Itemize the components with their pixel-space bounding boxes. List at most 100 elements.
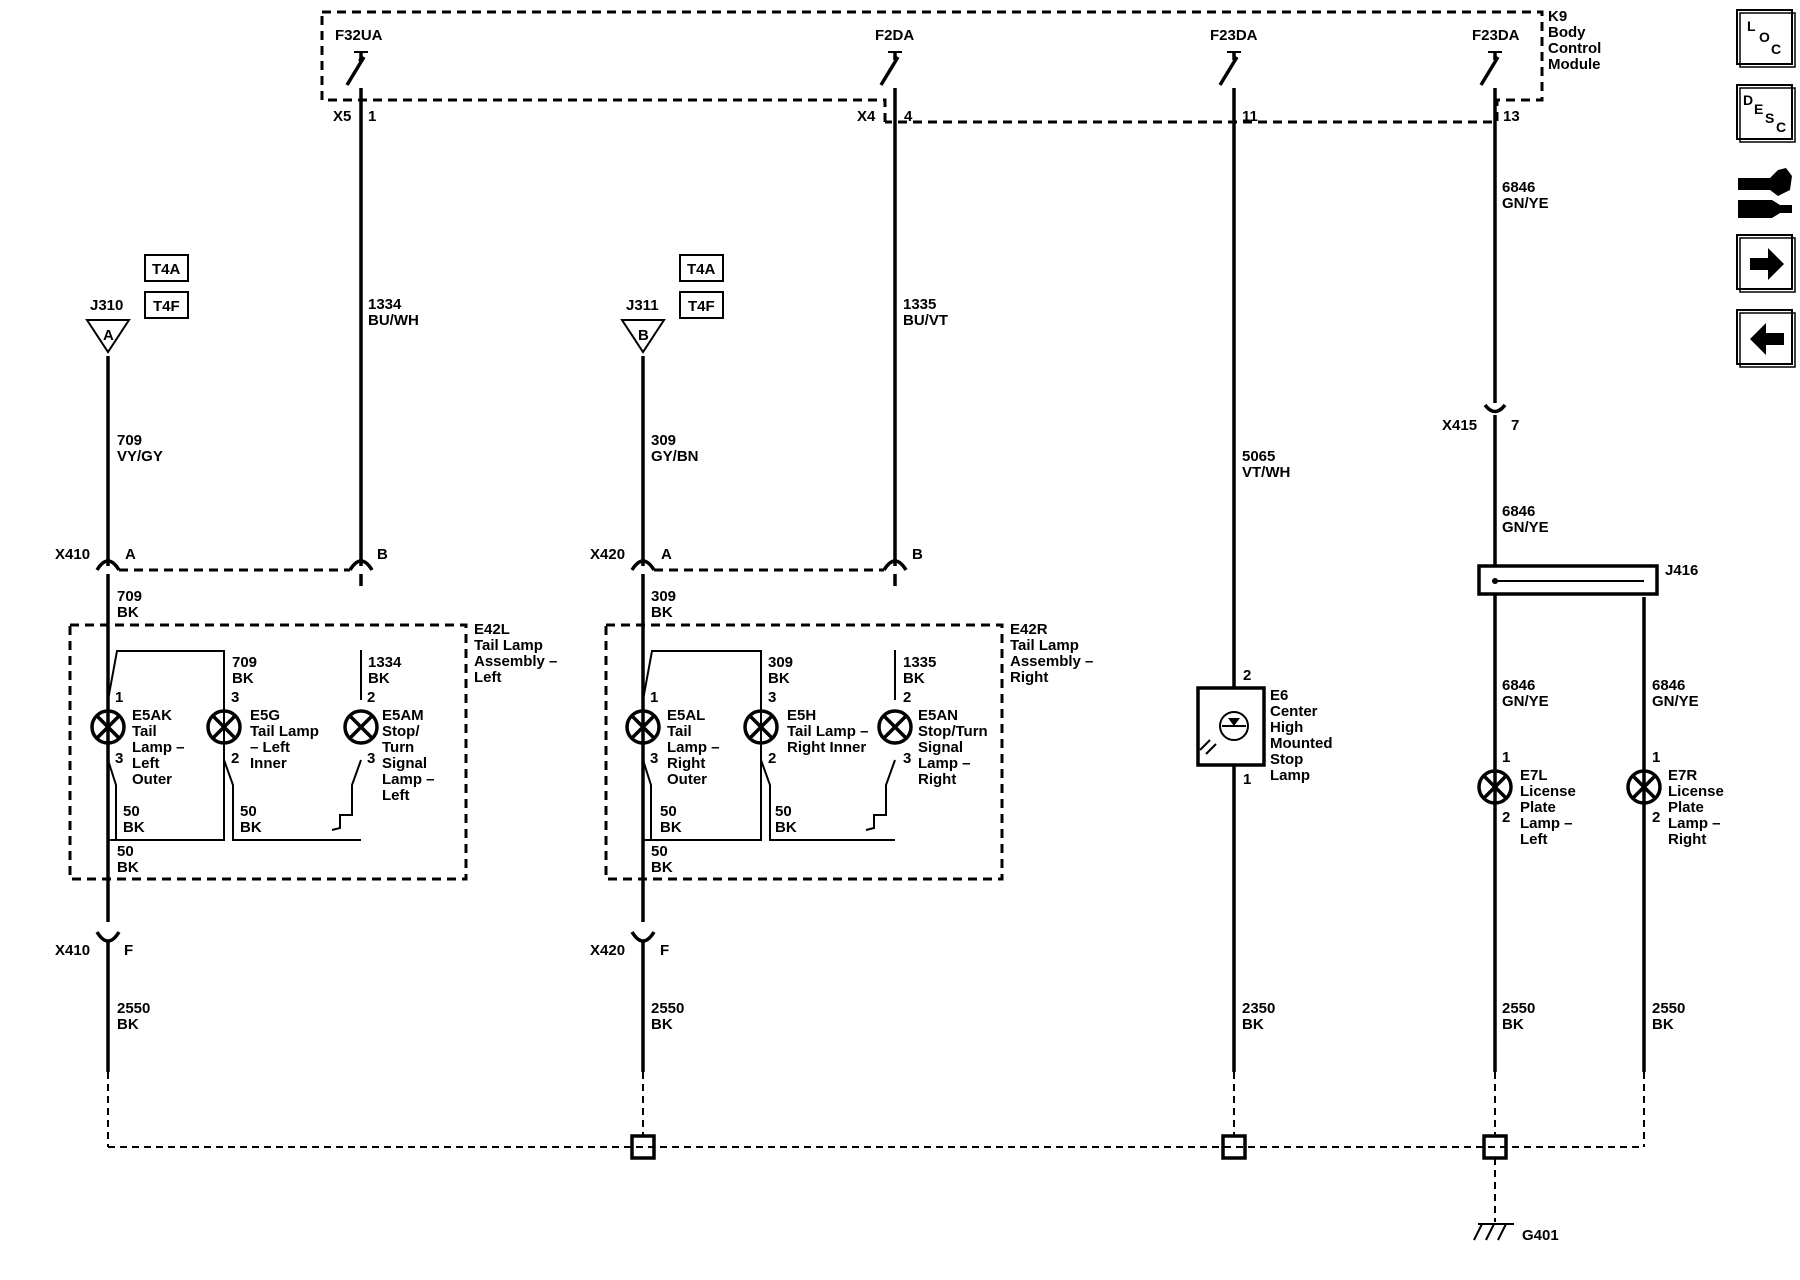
splice-name: J310 bbox=[90, 297, 123, 314]
lamp-e5g: 709 BK 3 2 E5G Tail Lamp – Left Inner bbox=[206, 654, 319, 772]
lamp-line4: Right bbox=[1668, 831, 1706, 848]
connector-end-view-button[interactable] bbox=[1738, 168, 1792, 218]
loc-letter-c: C bbox=[1771, 41, 1781, 57]
description-button[interactable]: D E S C bbox=[1736, 84, 1796, 143]
pin-number: 3 bbox=[768, 689, 776, 706]
desc-letter-c: C bbox=[1776, 119, 1786, 135]
lamp-line3: Signal bbox=[382, 755, 427, 772]
pin-number: 1 bbox=[1502, 749, 1510, 766]
connector-plug-icon bbox=[1738, 168, 1792, 218]
lamp-line1: Tail Lamp – bbox=[787, 723, 868, 740]
lamp-line4: Outer bbox=[132, 771, 172, 788]
wire-color: GN/YE bbox=[1502, 693, 1549, 710]
wire-color: BU/VT bbox=[903, 312, 948, 329]
splice-name: J416 bbox=[1665, 562, 1698, 579]
pin-number: 3 bbox=[231, 689, 239, 706]
output-f32ua: F32UA X5 1 bbox=[333, 27, 383, 125]
splice-j311: J311 B bbox=[620, 297, 666, 354]
connector-id: X420 bbox=[590, 546, 625, 563]
wire-color: BK bbox=[768, 670, 790, 687]
wire-color: BK bbox=[240, 819, 262, 836]
badge-t4f: T4F bbox=[688, 298, 715, 315]
wire-color: GN/YE bbox=[1502, 195, 1549, 212]
output-name: F23DA bbox=[1210, 27, 1258, 44]
assembly-id: E42L bbox=[474, 621, 510, 638]
lamp-e5an: 1335 BK 2 3 E5AN Stop/Turn Signal Lamp –… bbox=[877, 654, 988, 788]
wire-number: 6846 bbox=[1652, 677, 1685, 694]
next-page-button[interactable] bbox=[1736, 234, 1796, 293]
arrow-left-icon bbox=[1750, 323, 1784, 355]
connector-pin: F bbox=[124, 942, 133, 959]
assembly-line3: Left bbox=[474, 669, 502, 686]
badge-t4a: T4A bbox=[152, 261, 181, 278]
lamp-line1: License bbox=[1668, 783, 1724, 800]
lamp-id: E5AM bbox=[382, 707, 424, 724]
connector-id: X410 bbox=[55, 942, 90, 959]
assembly-e42l: E42L Tail Lamp Assembly – Left 709 BK 1 … bbox=[68, 588, 557, 881]
wire-color: GY/BN bbox=[651, 448, 699, 465]
lamp-line2: Right Inner bbox=[787, 739, 866, 756]
wire-color: BU/WH bbox=[368, 312, 419, 329]
connector-pin: B bbox=[377, 546, 388, 563]
lamp-line1: Stop/ bbox=[382, 723, 420, 740]
wire-number: 50 bbox=[660, 803, 677, 820]
pin-number: 1 bbox=[1243, 771, 1251, 788]
connector-id: X410 bbox=[55, 546, 90, 563]
pin-number: 2 bbox=[367, 689, 375, 706]
wire-number: 2550 bbox=[117, 1000, 150, 1017]
previous-page-button[interactable] bbox=[1736, 309, 1796, 368]
badge-t4a: T4A bbox=[687, 261, 716, 278]
wire-number: 50 bbox=[117, 843, 134, 860]
badge-group-left: T4A T4F bbox=[144, 254, 189, 319]
output-name: F23DA bbox=[1472, 27, 1520, 44]
splice-j416: J416 bbox=[1477, 562, 1698, 596]
wire-color: BK bbox=[232, 670, 254, 687]
connector-x410-bottom: X410 F bbox=[55, 931, 133, 959]
connector-x420-top: X420 A B bbox=[590, 546, 923, 572]
wire-number: 2550 bbox=[651, 1000, 684, 1017]
lamp-line2: Turn bbox=[382, 739, 414, 756]
lamp-line1: Tail bbox=[132, 723, 157, 740]
wire-number: 309 bbox=[651, 588, 676, 605]
lamp-line1: Center bbox=[1270, 703, 1318, 720]
output-f23da-11: F23DA 11 bbox=[1210, 27, 1258, 125]
lamp-e5al: 1 3 E5AL Tail Lamp – Right Outer bbox=[625, 689, 720, 788]
connector-pin: F bbox=[660, 942, 669, 959]
output-f2da: F2DA X4 4 bbox=[857, 27, 914, 125]
location-button[interactable]: L O C bbox=[1736, 9, 1796, 68]
wire-color: BK bbox=[775, 819, 797, 836]
lamp-e5ak: 1 3 E5AK Tail Lamp – Left Outer bbox=[90, 689, 185, 788]
splice-name: J311 bbox=[626, 297, 659, 314]
wire-number: 50 bbox=[651, 843, 668, 860]
wire-color: BK bbox=[651, 859, 673, 876]
wire-color: BK bbox=[903, 670, 925, 687]
pin-number: 13 bbox=[1503, 108, 1520, 125]
lamp-line4: Left bbox=[1520, 831, 1548, 848]
body-control-module: K9 Body Control Module bbox=[320, 8, 1601, 124]
lamp-line2: – Left bbox=[250, 739, 290, 756]
wire-color: BK bbox=[651, 1016, 673, 1033]
assembly-line2: Assembly – bbox=[474, 653, 557, 670]
pin-number: 11 bbox=[1242, 108, 1258, 125]
lamp-id: E7R bbox=[1668, 767, 1697, 784]
lamp-line1: Tail Lamp bbox=[250, 723, 319, 740]
splice-j310: J310 A bbox=[85, 297, 131, 354]
lamp-line2: Signal bbox=[918, 739, 963, 756]
lamp-e5h: 309 BK 3 2 E5H Tail Lamp – Right Inner bbox=[743, 654, 868, 767]
connector-pin: 7 bbox=[1511, 417, 1519, 434]
pin-number: 2 bbox=[903, 689, 911, 706]
pin-number: 3 bbox=[903, 750, 911, 767]
lamp-id: E5H bbox=[787, 707, 816, 724]
pin-number: 1 bbox=[1652, 749, 1660, 766]
lamp-line4: Stop bbox=[1270, 751, 1303, 768]
assembly-line3: Right bbox=[1010, 669, 1048, 686]
lamp-line3: Lamp – bbox=[1520, 815, 1573, 832]
lamp-id: E6 bbox=[1270, 687, 1288, 704]
lamp-line5: Lamp bbox=[1270, 767, 1310, 784]
output-name: F32UA bbox=[335, 27, 383, 44]
lamp-line4: Lamp – bbox=[382, 771, 435, 788]
desc-letter-s: S bbox=[1765, 110, 1774, 126]
module-id: K9 bbox=[1548, 8, 1567, 25]
assembly-e42r: E42R Tail Lamp Assembly – Right 309 BK 1… bbox=[604, 588, 1093, 881]
